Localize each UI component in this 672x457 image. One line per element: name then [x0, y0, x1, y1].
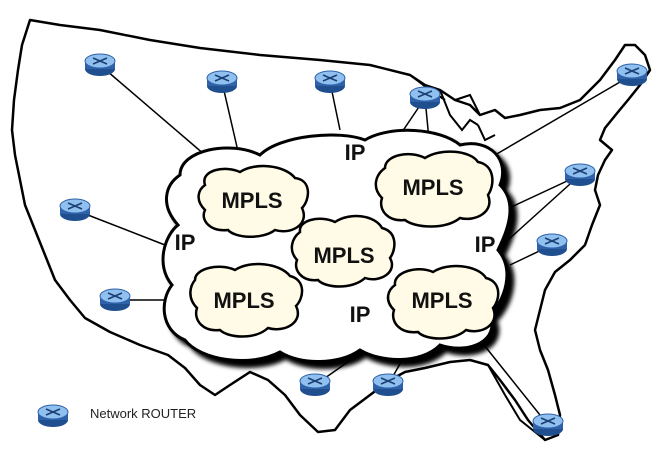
mpls-cloud-1: MPLS: [197, 164, 310, 238]
router-icon: [99, 288, 131, 312]
router-icon: [84, 53, 116, 77]
mpls-cloud-4: MPLS: [189, 262, 304, 338]
ip-label: IP: [350, 302, 371, 327]
router-icon: [564, 163, 596, 187]
ip-label: IP: [345, 140, 366, 165]
router-icon: [536, 233, 568, 257]
mpls-cloud-2: MPLS: [374, 150, 494, 228]
mpls-label: MPLS: [402, 175, 463, 200]
router-icon: [299, 373, 331, 397]
mpls-label: MPLS: [221, 188, 282, 213]
router-icon: [206, 70, 238, 94]
router-icon: [532, 413, 564, 437]
router-icon: [59, 198, 91, 222]
mpls-cloud-3: MPLS: [290, 214, 396, 288]
router-icon: [37, 404, 69, 428]
mpls-label: MPLS: [411, 288, 472, 313]
legend-label: Network ROUTER: [90, 406, 196, 421]
mpls-label: MPLS: [313, 243, 374, 268]
legend: Network ROUTER: [37, 404, 196, 428]
mpls-label: MPLS: [213, 288, 274, 313]
ip-label: IP: [475, 232, 496, 257]
router-icon: [314, 70, 346, 94]
coast-detail: [487, 364, 546, 441]
ip-label: IP: [175, 230, 196, 255]
router-icon: [616, 63, 648, 87]
mpls-cloud-5: MPLS: [386, 264, 500, 340]
router-icon: [409, 86, 441, 110]
router-icon: [372, 373, 404, 397]
